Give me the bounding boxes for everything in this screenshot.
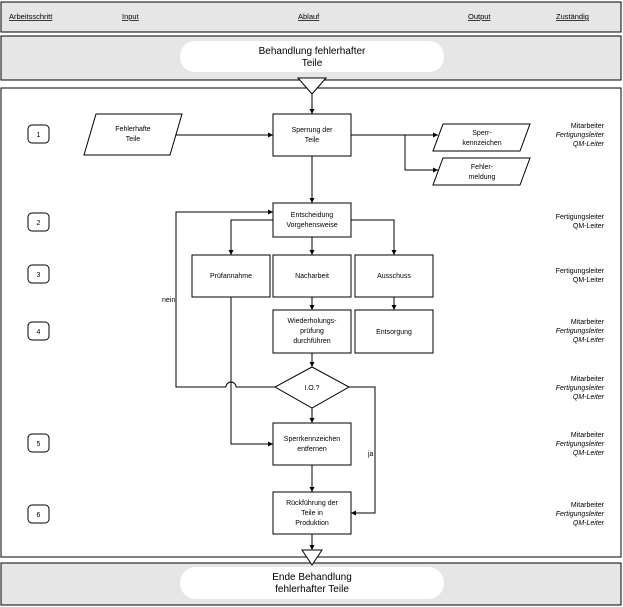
svg-text:Sperrung der: Sperrung der [292,127,334,134]
process-block-nacharbeit: Nacharbeit [272,254,352,298]
svg-text:Entscheidung: Entscheidung [291,212,334,219]
svg-text:Fertigungsleiter: Fertigungsleiter [556,328,605,335]
header-responsible: Zuständig [556,12,589,21]
svg-text:Wiederholungs-: Wiederholungs- [287,318,337,325]
start-line2: Teile [302,58,323,69]
svg-text:Mitarbeiter: Mitarbeiter [571,502,605,509]
header-step: Arbeitsschritt [9,12,53,21]
svg-text:Fertigungsleiter: Fertigungsleiter [556,268,605,275]
output-fehlermeldung: Fehler- meldung [432,157,531,186]
step-number: 5 [37,441,41,448]
end-band: Ende Behandlung fehlerhafter Teile [0,562,622,606]
svg-text:prüfung: prüfung [300,328,324,335]
svg-text:Teile in: Teile in [301,510,323,517]
svg-text:Nacharbeit: Nacharbeit [295,273,329,280]
step-number: 1 [37,132,41,139]
flow-connectors [175,94,438,550]
svg-text:Fertigungsleiter: Fertigungsleiter [556,132,605,139]
svg-text:QM-Leiter: QM-Leiter [573,394,605,401]
output-sperrkennzeichen: Sperr- kennzeichen [432,123,531,152]
svg-text:Fertigungsleiter: Fertigungsleiter [556,385,605,392]
svg-text:Prüfannahme: Prüfannahme [210,273,252,280]
svg-text:Mitarbeiter: Mitarbeiter [571,319,605,326]
label-ja: ja [367,451,374,458]
svg-text:I.O.?: I.O.? [304,385,319,392]
header-input: Input [122,12,140,21]
step-badges: 1 2 3 4 5 6 [27,124,50,524]
step-number: 2 [37,220,41,227]
svg-text:Fertigungsleiter: Fertigungsleiter [556,511,605,518]
svg-text:Ausschuss: Ausschuss [377,273,411,280]
svg-text:Rückführung der: Rückführung der [286,500,338,507]
svg-text:Vorgehensweise: Vorgehensweise [286,222,337,229]
svg-text:Fertigungsleiter: Fertigungsleiter [556,214,605,221]
svg-text:QM-Leiter: QM-Leiter [573,277,605,284]
label-nein: nein [162,297,175,304]
end-terminal [180,567,444,599]
header-output: Output [468,12,491,21]
start-line1: Behandlung fehlerhafter [259,46,366,57]
step-number: 4 [37,329,41,336]
process-block-entscheidung: Entscheidung Vorgehensweise [272,202,352,238]
responsible-column: Mitarbeiter Fertigungsleiter QM-Leiter F… [556,123,605,527]
svg-text:QM-Leiter: QM-Leiter [573,450,605,457]
svg-text:Teile: Teile [305,137,320,144]
svg-text:QM-Leiter: QM-Leiter [573,223,605,230]
step-number: 6 [37,512,41,519]
svg-text:Fehlerhafte: Fehlerhafte [115,126,151,133]
svg-text:Entsorgung: Entsorgung [376,329,412,336]
svg-text:Mitarbeiter: Mitarbeiter [571,123,605,130]
process-block-entsorgung: Entsorgung [354,309,434,354]
header-row: Arbeitsschritt Input Ablauf Output Zustä… [0,1,622,33]
process-block-pruefung: Prüfannahme [191,254,271,298]
svg-text:Produktion: Produktion [295,520,329,527]
end-line2: fehlerhafter Teile [275,584,349,595]
process-block-sperrkennzeichen: Sperrkennzeichen entfernen [272,422,352,466]
process-block-wiederholung: Wiederholungs- prüfung durchführen [272,309,352,354]
svg-text:entfernen: entfernen [297,446,327,453]
step-number: 3 [37,272,41,279]
svg-text:meldung: meldung [469,174,496,181]
svg-text:Fehler-: Fehler- [471,164,494,171]
connector-top [296,77,328,95]
svg-text:Sperr-: Sperr- [472,130,492,137]
svg-text:Sperrkennzeichen: Sperrkennzeichen [284,436,341,443]
svg-text:kennzeichen: kennzeichen [462,140,501,147]
svg-text:Mitarbeiter: Mitarbeiter [571,376,605,383]
process-block-sperrung: Sperrung der Teile [272,113,352,157]
svg-text:QM-Leiter: QM-Leiter [573,141,605,148]
process-block-rueckfuehrung: Rückführung der Teile in Produktion [272,491,352,535]
svg-text:Fertigungsleiter: Fertigungsleiter [556,441,605,448]
header-process: Ablauf [298,12,320,21]
svg-text:Mitarbeiter: Mitarbeiter [571,432,605,439]
process-block-ausschuss: Ausschuss [354,254,434,298]
start-terminal [180,41,444,72]
svg-text:Teile: Teile [126,136,141,143]
end-line1: Ende Behandlung [272,572,352,583]
svg-text:QM-Leiter: QM-Leiter [573,520,605,527]
input-defective-parts: Fehlerhafte Teile [83,113,183,156]
svg-text:durchführen: durchführen [293,338,330,345]
start-band: Behandlung fehlerhafter Teile [0,35,622,81]
svg-text:QM-Leiter: QM-Leiter [573,337,605,344]
